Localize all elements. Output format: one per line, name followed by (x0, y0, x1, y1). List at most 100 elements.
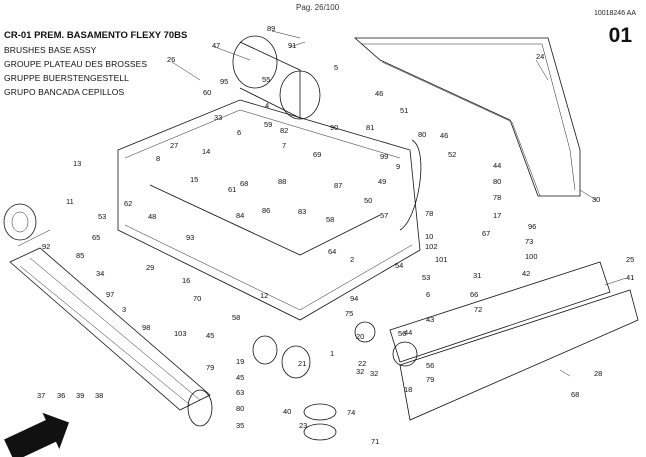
callout-32: 32 (356, 367, 364, 376)
callout-57: 57 (380, 211, 388, 220)
callout-25: 25 (626, 255, 634, 264)
callout-44: 44 (493, 161, 501, 170)
callout-11: 11 (66, 197, 74, 206)
callout-28: 28 (594, 369, 602, 378)
callout-3: 3 (122, 305, 126, 314)
callout-37: 37 (37, 391, 45, 400)
callout-58: 58 (232, 313, 240, 322)
callout-45: 45 (206, 331, 214, 340)
callout-32: 32 (370, 369, 378, 378)
callout-51: 51 (400, 106, 408, 115)
callout-80: 80 (493, 177, 501, 186)
document-code: 10018246 AA (593, 10, 636, 17)
callout-102: 102 (425, 242, 438, 251)
callout-40: 40 (283, 407, 291, 416)
callout-8: 8 (156, 154, 160, 163)
callout-34: 34 (96, 269, 104, 278)
callout-79: 79 (206, 363, 214, 372)
callout-88: 88 (278, 177, 286, 186)
callout-96: 96 (528, 222, 536, 231)
callout-53: 53 (422, 273, 430, 282)
callout-61: 61 (228, 185, 236, 194)
callout-84: 84 (236, 211, 244, 220)
callout-65: 65 (92, 233, 100, 242)
callout-103: 103 (174, 329, 187, 338)
callout-22: 22 (358, 359, 366, 368)
callout-60: 60 (203, 88, 211, 97)
title-line-es: GRUPO BANCADA CEPILLOS (4, 87, 125, 97)
callout-6: 6 (426, 290, 430, 299)
callout-13: 13 (73, 159, 81, 168)
callout-17: 17 (493, 211, 501, 220)
callout-87: 87 (334, 181, 342, 190)
callout-98: 98 (142, 323, 150, 332)
side-plate-shape (389, 261, 639, 421)
callout-72: 72 (474, 305, 482, 314)
callout-12: 12 (260, 291, 268, 300)
callout-31: 31 (473, 271, 481, 280)
callout-71: 71 (371, 437, 379, 446)
page-header: Pag. 26/100 10018246 AA (0, 0, 646, 17)
callout-59: 59 (264, 120, 272, 129)
callout-100: 100 (525, 252, 538, 261)
callout-78: 78 (425, 209, 433, 218)
section-code: 01 (608, 24, 632, 47)
callout-89: 89 (267, 24, 275, 33)
callout-44: 44 (404, 328, 412, 337)
callout-82: 82 (280, 126, 288, 135)
callout-79: 79 (426, 375, 434, 384)
callout-26: 26 (167, 55, 175, 64)
callout-99: 99 (380, 152, 388, 161)
callout-64: 64 (328, 247, 336, 256)
callout-1: 1 (330, 349, 334, 358)
title-line-en: BRUSHES BASE ASSY (4, 45, 97, 55)
callout-80: 80 (236, 404, 244, 413)
callout-20: 20 (356, 332, 364, 341)
callout-56: 56 (398, 329, 406, 338)
callout-90: 90 (330, 123, 338, 132)
callout-24: 24 (536, 52, 544, 61)
callout-58: 58 (326, 215, 334, 224)
callout-30: 30 (592, 195, 600, 204)
callout-75: 75 (345, 309, 353, 318)
callout-36: 36 (57, 391, 65, 400)
callout-85: 85 (76, 251, 84, 260)
callout-95: 95 (220, 77, 228, 86)
callout-48: 48 (148, 212, 156, 221)
assembly-title: CR-01 PREM. BASAMENTO FLEXY 70BS (4, 30, 188, 41)
title-line-de: GRUPPE BUERSTENGESTELL (4, 73, 130, 83)
callout-94: 94 (350, 294, 358, 303)
pulley-shapes (252, 321, 418, 441)
callout-45: 45 (236, 373, 244, 382)
callout-74: 74 (347, 408, 355, 417)
callout-33: 33 (214, 113, 222, 122)
callout-38: 38 (95, 391, 103, 400)
callout-16: 16 (182, 276, 190, 285)
callout-83: 83 (298, 207, 306, 216)
callout-68: 68 (571, 390, 579, 399)
callout-2: 2 (350, 255, 354, 264)
callout-35: 35 (236, 421, 244, 430)
direction-arrow-icon (4, 412, 70, 457)
callout-86: 86 (262, 206, 270, 215)
callout-54: 54 (395, 261, 403, 270)
callout-101: 101 (435, 255, 448, 264)
title-line-fr: GROUPE PLATEAU DES BROSSES (4, 59, 148, 69)
callout-39: 39 (76, 391, 84, 400)
callout-62: 62 (124, 199, 132, 208)
callout-78: 78 (493, 193, 501, 202)
callout-14: 14 (202, 147, 210, 156)
belt-shape (399, 139, 422, 231)
page-number: Pag. 26/100 (296, 3, 340, 12)
callout-23: 23 (299, 421, 307, 430)
callout-52: 52 (448, 150, 456, 159)
callout-43: 43 (426, 315, 434, 324)
callout-80: 80 (418, 130, 426, 139)
chassis-frame-shape (117, 99, 421, 321)
callout-9: 9 (396, 162, 400, 171)
callout-73: 73 (525, 237, 533, 246)
callout-53: 53 (98, 212, 106, 221)
callout-10: 10 (425, 232, 433, 241)
callout-41: 41 (626, 273, 634, 282)
